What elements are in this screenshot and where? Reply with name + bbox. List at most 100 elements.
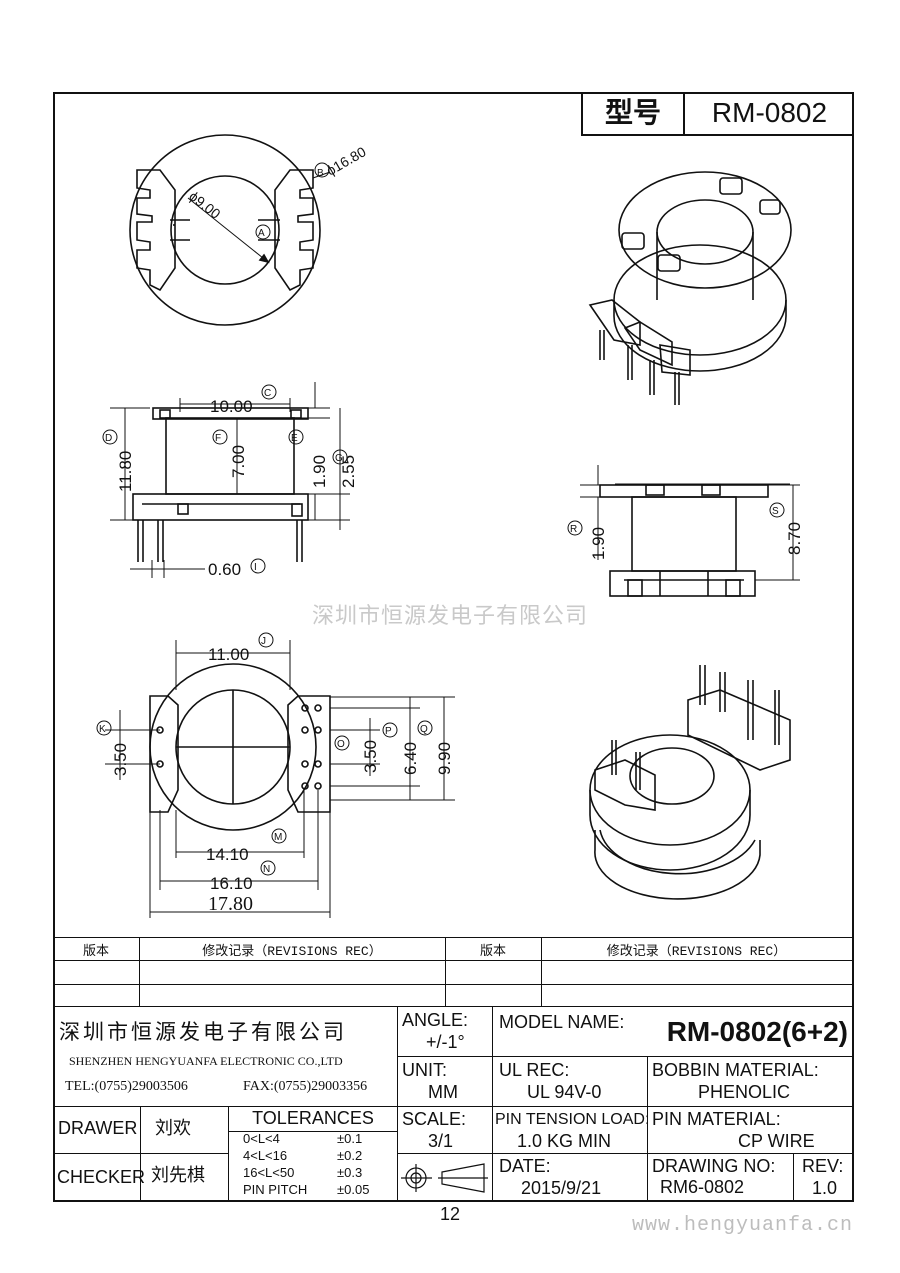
model-name-label: MODEL NAME:	[499, 1012, 625, 1032]
ul-value: UL 94V-0	[527, 1082, 602, 1102]
dim-f-label: F	[215, 433, 221, 444]
isometric-view-bottom	[589, 665, 791, 900]
dim-q-value: 9.90	[435, 742, 454, 775]
company-name-en: SHENZHEN HENGYUANFA ELECTRONIC CO.,LTD	[69, 1054, 343, 1068]
dim-k-label: K	[99, 724, 106, 735]
model-header-value: RM-0802	[711, 97, 828, 128]
rev-cell: REV: 1.0	[794, 1154, 854, 1202]
tol-row-4-range: PIN PITCH	[243, 1182, 308, 1197]
isometric-view-top	[588, 171, 792, 405]
dim-a-label: A	[258, 228, 265, 239]
tol-row-2-range: 4<L<16	[243, 1148, 288, 1163]
side-view	[599, 484, 769, 597]
dim-p-value: 6.40	[401, 742, 420, 775]
dim-a-value: ϕ9.00	[186, 188, 224, 222]
tol-row-1-value: ±0.1	[337, 1131, 363, 1146]
drawing-no-value: RM6-0802	[660, 1177, 745, 1197]
angle-value: +/-1°	[426, 1032, 465, 1052]
bottom-view	[149, 663, 331, 831]
dim-j-value: 11.00	[208, 645, 249, 664]
ul-cell: UL REC: UL 94V-0	[493, 1057, 648, 1107]
pin-material-value: CP WIRE	[738, 1131, 815, 1151]
url-watermark: www.hengyuanfa.cn	[632, 1214, 854, 1237]
pin-tension-cell: PIN TENSION LOAD: 1.0 KG MIN	[493, 1107, 650, 1154]
dim-i-label: I	[254, 562, 257, 573]
pin-material-cell: PIN MATERIAL: CP WIRE	[648, 1107, 854, 1154]
tol-row-2-value: ±0.2	[337, 1148, 363, 1163]
title-block: 深圳市恒源发电子有限公司 SHENZHEN HENGYUANFA ELECTRO…	[53, 1007, 854, 1202]
dim-m-label: M	[274, 832, 282, 843]
unit-cell: UNIT: MM	[398, 1057, 493, 1107]
dim-c-value: 10.00	[210, 397, 253, 416]
revisions-header-rec-1: 修改记录（REVISIONS REC）	[202, 944, 382, 959]
rev-value: 1.0	[812, 1178, 838, 1198]
drawing-no-cell: DRAWING NO: RM6-0802	[648, 1154, 794, 1202]
model-header-box: 型号 RM-0802	[581, 92, 854, 136]
dim-c-label: C	[264, 388, 271, 399]
dim-e-value: 1.90	[310, 455, 329, 488]
rev-label: REV:	[802, 1156, 844, 1176]
checker-value: 刘先棋	[141, 1154, 229, 1202]
tolerances-label: TOLERANCES	[229, 1108, 397, 1132]
tol-row-4-value: ±0.05	[337, 1182, 370, 1197]
scale-cell: SCALE: 3/1	[398, 1107, 493, 1154]
angle-cell: ANGLE: +/-1°	[398, 1007, 493, 1057]
bobbin-cell: BOBBIN MATERIAL: PHENOLIC	[648, 1057, 854, 1107]
drawing-sheet	[53, 92, 854, 1202]
company-fax: FAX:(0755)29003356	[243, 1079, 368, 1094]
tolerances-cell: TOLERANCES 0<L<4 ±0.1 4<L<16 ±0.2 16<L<5…	[229, 1107, 398, 1202]
revisions-header-rec-2: 修改记录（REVISIONS REC）	[606, 944, 787, 959]
dim-s-value: 8.70	[785, 522, 804, 555]
date-label: DATE:	[499, 1156, 551, 1176]
model-name-value: RM-0802(6+2)	[666, 1016, 848, 1047]
dim-k-value: 3.50	[111, 743, 130, 776]
dim-b-label: B	[317, 168, 324, 179]
dim-g-label: G	[335, 453, 343, 464]
dim-g-value: 2.55	[339, 455, 358, 488]
dim-l-value: 17.80	[208, 893, 253, 915]
dim-d-value: 11.80	[116, 451, 135, 492]
projection-symbol-cell	[398, 1154, 493, 1202]
checker-label: CHECKER	[53, 1154, 145, 1202]
model-header-label: 型号	[583, 92, 685, 134]
page-number: 12	[439, 1204, 461, 1224]
pin-tension-value: 1.0 KG MIN	[517, 1131, 612, 1151]
dim-n-label: N	[263, 864, 270, 875]
revisions-table: 版本 修改记录（REVISIONS REC） 版本 修改记录（REVISIONS…	[53, 937, 854, 1007]
pin-material-label: PIN MATERIAL:	[652, 1109, 781, 1129]
company-tel: TEL:(0755)29003506	[65, 1079, 188, 1094]
dim-j-label: J	[261, 636, 266, 647]
dim-e-label: E	[291, 433, 298, 444]
unit-value: MM	[428, 1082, 458, 1102]
revisions-header-version-2: 版本	[479, 944, 506, 959]
date-value: 2015/9/21	[521, 1178, 602, 1198]
bobbin-label: BOBBIN MATERIAL:	[652, 1060, 819, 1080]
angle-label: ANGLE:	[402, 1010, 469, 1030]
dim-p-label: P	[385, 726, 392, 737]
scale-value: 3/1	[428, 1131, 454, 1151]
technical-drawings: B ϕ16.80 ϕ9.00 A 10.00 C D 11.80 F 7.00 …	[96, 134, 804, 918]
drawer-label: DRAWER	[53, 1107, 141, 1154]
top-view	[129, 134, 331, 326]
front-view	[132, 407, 309, 562]
model-name-cell: MODEL NAME: RM-0802(6+2)	[493, 1007, 854, 1057]
tol-row-3-value: ±0.3	[337, 1165, 363, 1180]
pin-tension-label: PIN TENSION LOAD:	[495, 1111, 650, 1128]
dim-m-value: 14.10	[206, 845, 249, 864]
dim-b-value: ϕ16.80	[324, 143, 369, 178]
ul-label: UL REC:	[499, 1060, 570, 1080]
dim-i-value: 0.60	[208, 560, 241, 579]
dim-n-value: 16.10	[210, 874, 253, 893]
dim-r-label: R	[570, 524, 577, 535]
date-cell: DATE: 2015/9/21	[493, 1154, 648, 1202]
revisions-header-version-1: 版本	[82, 944, 109, 959]
dim-f-value: 7.00	[229, 445, 248, 478]
dim-s-label: S	[772, 506, 779, 517]
tol-row-3-range: 16<L<50	[243, 1165, 295, 1180]
company-name-cn: 深圳市恒源发电子有限公司	[59, 1021, 347, 1044]
dim-d-label: D	[105, 433, 112, 444]
drawing-no-label: DRAWING NO:	[652, 1156, 776, 1176]
company-cell: 深圳市恒源发电子有限公司 SHENZHEN HENGYUANFA ELECTRO…	[53, 1007, 398, 1107]
drawer-value: 刘欢	[141, 1107, 229, 1154]
tol-row-1-range: 0<L<4	[243, 1131, 280, 1146]
